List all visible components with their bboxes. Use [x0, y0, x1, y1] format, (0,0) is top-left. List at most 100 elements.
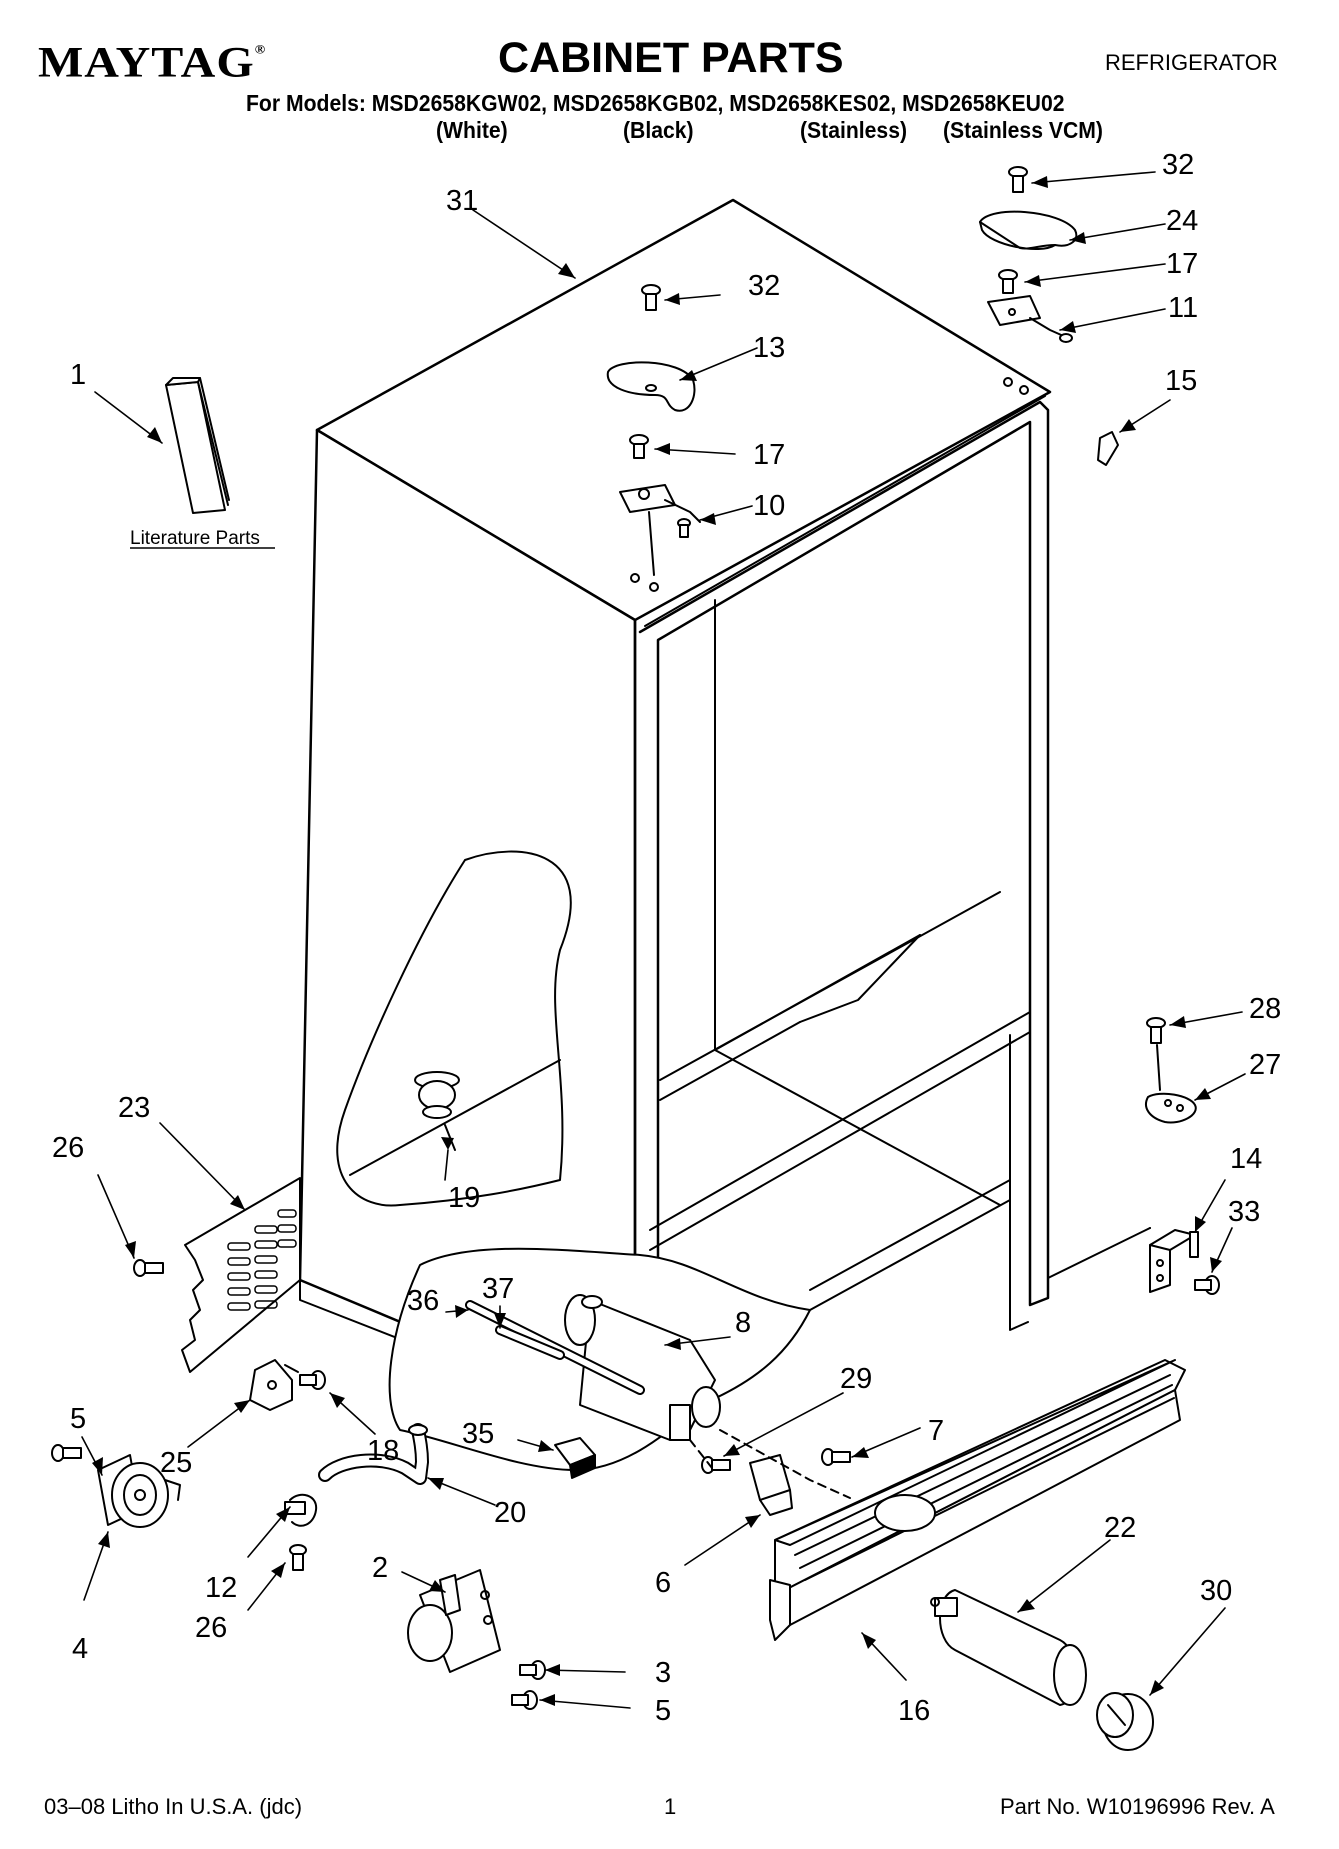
- callout-17-center: 17: [753, 439, 785, 471]
- brand-name: MAYTAG: [38, 38, 255, 87]
- clip-6: [749, 1454, 793, 1516]
- callout-10: 10: [753, 490, 785, 522]
- callout-6: 6: [655, 1567, 671, 1599]
- hinge-2: [407, 1569, 501, 1673]
- models-line: For Models: MSD2658KGW02, MSD2658KGB02, …: [246, 90, 1065, 116]
- cutaway-left: [336, 850, 572, 1207]
- hole-top-right-1: [1003, 377, 1013, 387]
- screw-3: [519, 1660, 546, 1680]
- clamp-12: [284, 1493, 318, 1527]
- screw-18: [299, 1370, 326, 1390]
- page-title: CABINET PARTS: [498, 34, 844, 82]
- callout-16: 16: [898, 1695, 930, 1727]
- callout-26-bottom: 26: [195, 1612, 227, 1644]
- callout-27: 27: [1249, 1049, 1281, 1081]
- screw-5-left: [51, 1444, 82, 1462]
- screw-26-left: [133, 1259, 164, 1277]
- part-number: Part No. W10196996 Rev. A: [1000, 1794, 1275, 1819]
- callout-33: 33: [1228, 1196, 1260, 1228]
- screw-17-top-right: [998, 269, 1018, 294]
- water-valve-8: [564, 1294, 721, 1441]
- callout-25: 25: [160, 1447, 192, 1479]
- callout-5-bottom: 5: [655, 1695, 671, 1727]
- hinge-11: [987, 295, 1073, 343]
- footer-litho: 03–08 Litho In U.S.A. (jdc): [44, 1794, 303, 1819]
- hinge-cover-24: [979, 210, 1078, 251]
- callout-20: 20: [494, 1497, 526, 1529]
- screw-7: [821, 1448, 851, 1466]
- hole-top-right-2: [1019, 385, 1029, 395]
- callout-7: 7: [928, 1415, 944, 1447]
- callout-5-left: 5: [70, 1403, 86, 1435]
- hinge-bracket-10: [619, 484, 701, 538]
- filter-cap-30: [1096, 1692, 1154, 1751]
- brand-logo: MAYTAG®: [38, 38, 266, 88]
- color-white: (White): [436, 117, 508, 143]
- screw-28: [1146, 1017, 1166, 1044]
- hinge-cover-13: [606, 361, 696, 412]
- callout-8: 8: [735, 1307, 751, 1339]
- callout-26-left: 26: [52, 1132, 84, 1164]
- callout-35: 35: [462, 1418, 494, 1450]
- callout-14: 14: [1230, 1143, 1262, 1175]
- literature-parts-label: Literature Parts: [130, 528, 260, 549]
- leader-arrowheads: [92, 176, 1222, 1706]
- callout-32-top-right: 32: [1162, 149, 1194, 181]
- callout-22: 22: [1104, 1512, 1136, 1544]
- roller-4: [97, 1454, 181, 1528]
- screw-33: [1194, 1275, 1220, 1295]
- callout-11: 11: [1168, 292, 1198, 324]
- page-number: 1: [664, 1794, 677, 1819]
- water-filter-22: [930, 1589, 1087, 1706]
- callout-17-right: 17: [1166, 248, 1198, 280]
- leader-screw-28: [1156, 1044, 1161, 1091]
- callout-23: 23: [118, 1092, 150, 1124]
- dashed-leader-2: [689, 1439, 713, 1469]
- callout-2: 2: [372, 1552, 388, 1584]
- plug-15: [1097, 431, 1119, 466]
- dashed-leader-1: [719, 1429, 851, 1499]
- leader-hinge-10: [648, 511, 655, 576]
- category-label: REFRIGERATOR: [1105, 50, 1278, 75]
- screw-26-bottom: [289, 1544, 307, 1571]
- callout-18: 18: [367, 1435, 399, 1467]
- base-grille-16: [769, 1359, 1186, 1641]
- callout-12: 12: [205, 1572, 237, 1604]
- insulator-35: [554, 1437, 596, 1479]
- callout-32-center: 32: [748, 270, 780, 302]
- registered-mark: ®: [254, 43, 267, 57]
- bracket-14: [1149, 1227, 1199, 1293]
- bracket-25: [249, 1359, 299, 1411]
- callout-36: 36: [407, 1285, 439, 1317]
- screw-17-center: [629, 434, 649, 459]
- callout-3: 3: [655, 1657, 671, 1689]
- shim-27: [1145, 1092, 1197, 1124]
- callout-37: 37: [482, 1273, 514, 1305]
- callout-1: 1: [70, 359, 86, 391]
- bracket-23: [181, 1177, 301, 1373]
- callout-numbers: 31 32 24 17 11 32 13 15 1 17 10 28 27 23…: [52, 149, 1281, 1727]
- color-black: (Black): [623, 117, 694, 143]
- callout-31: 31: [446, 185, 478, 217]
- callout-29: 29: [840, 1363, 872, 1395]
- callout-13: 13: [753, 332, 785, 364]
- drain-tube-20: [318, 1423, 429, 1485]
- hole-center-1: [630, 573, 640, 583]
- cabinet-shell: [298, 198, 1151, 1426]
- callout-24: 24: [1166, 205, 1198, 237]
- color-stainless-vcm: (Stainless VCM): [943, 117, 1103, 143]
- hole-center-2: [649, 582, 659, 592]
- callout-19: 19: [448, 1182, 480, 1214]
- callout-30: 30: [1200, 1575, 1232, 1607]
- tube-37: [495, 1325, 565, 1360]
- screw-5-bottom: [511, 1690, 538, 1710]
- literature-parts-icon: [165, 377, 230, 514]
- callout-4: 4: [72, 1633, 88, 1665]
- screw-32-top-center: [641, 284, 661, 311]
- color-stainless: (Stainless): [800, 117, 908, 143]
- screw-32-top-right: [1008, 166, 1028, 193]
- screw-29: [701, 1456, 731, 1474]
- callout-28: 28: [1249, 993, 1281, 1025]
- callout-15: 15: [1165, 365, 1197, 397]
